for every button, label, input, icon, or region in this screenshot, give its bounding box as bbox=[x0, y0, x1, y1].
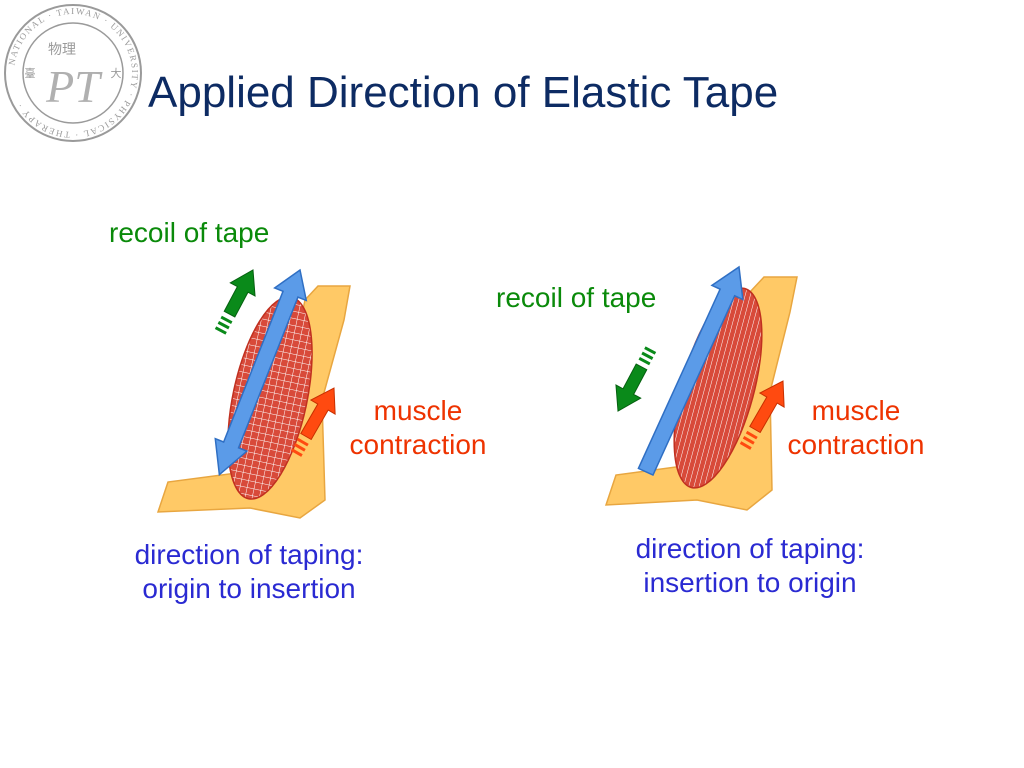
tape-arrow-right bbox=[637, 265, 744, 477]
muscle-label-line1: muscle bbox=[811, 395, 901, 426]
recoil-label-left: recoil of tape bbox=[109, 217, 270, 248]
taping-line2: insertion to origin bbox=[643, 566, 857, 598]
svg-text:物理: 物理 bbox=[48, 42, 76, 58]
university-logo: NATIONAL · TAIWAN · UNIVERSITY · PHYSICA… bbox=[4, 4, 142, 142]
taping-line2: origin to insertion bbox=[142, 572, 356, 604]
muscle-label-line2: contraction bbox=[349, 428, 487, 460]
contraction-arrow-left bbox=[290, 387, 336, 457]
muscle-label-line1: muscle bbox=[373, 395, 463, 426]
taping-direction-right: direction of taping: insertion to origin bbox=[605, 532, 895, 599]
svg-text:臺: 臺 bbox=[25, 66, 36, 80]
muscle-contraction-label-left: muscle contraction bbox=[334, 394, 502, 461]
taping-line1: direction of taping: bbox=[635, 533, 865, 564]
contraction-arrow-right bbox=[739, 380, 785, 450]
svg-text:大: 大 bbox=[111, 66, 122, 80]
slide-title: Applied Direction of Elastic Tape bbox=[148, 68, 779, 117]
left-panel-figure bbox=[156, 268, 351, 519]
recoil-arrow-right bbox=[615, 346, 657, 412]
taping-direction-left: direction of taping: origin to insertion bbox=[104, 538, 394, 605]
recoil-label-right: recoil of tape bbox=[496, 282, 657, 313]
tape-arrow-left bbox=[214, 268, 308, 477]
muscle-label-line2: contraction bbox=[787, 428, 925, 460]
recoil-arrow-left bbox=[214, 269, 256, 335]
right-panel-figure bbox=[604, 265, 798, 511]
muscle-contraction-label-right: muscle contraction bbox=[771, 394, 941, 461]
taping-line1: direction of taping: bbox=[134, 539, 364, 570]
svg-text:PT: PT bbox=[45, 61, 103, 112]
